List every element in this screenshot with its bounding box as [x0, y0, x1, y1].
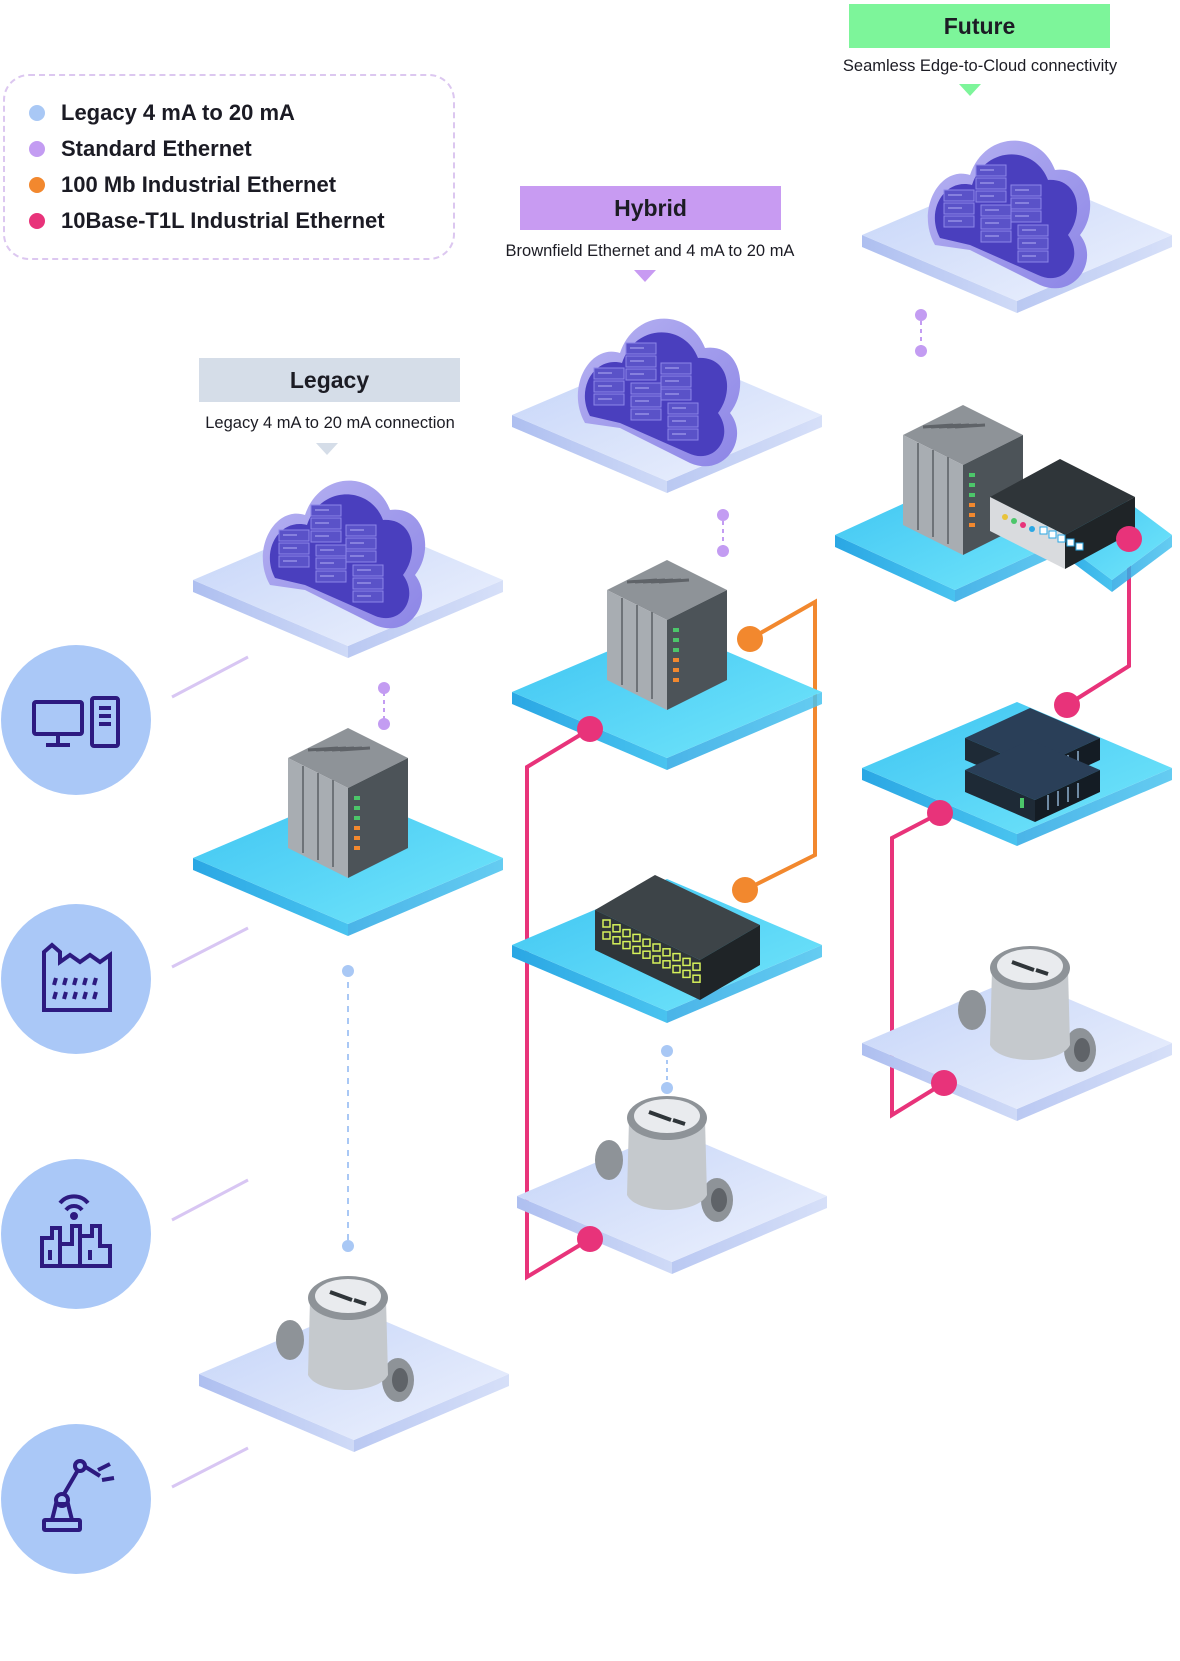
computer-icon	[32, 696, 120, 748]
legend-dot-t1l	[29, 213, 45, 229]
future-edge-gateway	[990, 459, 1135, 569]
t1l-dot	[1116, 526, 1142, 552]
hybrid-banner: Hybrid	[520, 186, 781, 230]
plates	[193, 140, 1172, 1452]
hybrid-cloud	[577, 318, 741, 467]
legend-item: 100 Mb Industrial Ethernet	[29, 172, 336, 198]
factory-icon	[42, 942, 112, 1012]
standard-dot	[717, 545, 729, 557]
legacy-pointer	[316, 443, 338, 455]
hybrid-flow-meter	[595, 1096, 733, 1222]
legacy-dot	[342, 1240, 354, 1252]
legacy-flow-meter	[276, 1276, 414, 1402]
legacy-cloud	[262, 480, 426, 629]
t1l-dot	[927, 800, 953, 826]
t1l-link-hybrid	[525, 727, 592, 1281]
robot-arm-circle	[1, 1424, 249, 1574]
future-subtitle: Seamless Edge-to-Cloud connectivity	[842, 57, 1118, 75]
future-flow-meter	[958, 946, 1096, 1072]
legacy-subtitle: Legacy 4 mA to 20 mA connection	[205, 414, 455, 432]
hybrid-ethernet-switch	[595, 875, 760, 1000]
standard-dot	[717, 509, 729, 521]
robot-arm-icon	[42, 1459, 115, 1532]
hybrid-switch-plate	[512, 879, 822, 1023]
side-icons	[1, 645, 249, 1574]
t1l-dot	[1054, 692, 1080, 718]
legend-item: Legacy 4 mA to 20 mA	[29, 100, 295, 126]
legacy-dot	[342, 965, 354, 977]
standard-dot	[378, 682, 390, 694]
standard-dot	[915, 345, 927, 357]
hybrid-controller	[607, 560, 727, 710]
connections	[347, 313, 1131, 1281]
standard-dot	[378, 718, 390, 730]
future-cloud	[927, 140, 1091, 289]
legacy-dot	[661, 1045, 673, 1057]
legacy-banner: Legacy	[199, 358, 460, 402]
t1l-dot	[931, 1070, 957, 1096]
legend: Legacy 4 mA to 20 mA Standard Ethernet 1…	[3, 74, 455, 260]
legend-dot-industrial-ethernet	[29, 177, 45, 193]
connection-dots	[342, 309, 1142, 1252]
legend-label: Standard Ethernet	[61, 136, 252, 161]
future-t1l-switch	[965, 708, 1100, 822]
factory-circle	[1, 904, 249, 1054]
legend-label: Legacy 4 mA to 20 mA	[61, 100, 295, 125]
legend-dot-standard-ethernet	[29, 141, 45, 157]
standard-dot	[915, 309, 927, 321]
hybrid-pointer	[634, 270, 656, 282]
future-pointer	[959, 84, 981, 96]
t1l-link-future-top	[1065, 539, 1131, 707]
legend-item: Standard Ethernet	[29, 136, 252, 162]
legend-item: 10Base-T1L Industrial Ethernet	[29, 208, 385, 234]
industrial-ethernet-100-link	[744, 598, 817, 892]
t1l-dot	[577, 1226, 603, 1252]
t1l-dot	[577, 716, 603, 742]
legacy-dot	[661, 1082, 673, 1094]
smart-factory-icon	[40, 1194, 112, 1268]
orange-dot	[732, 877, 758, 903]
legacy-controller	[288, 728, 408, 878]
legend-dot-legacy	[29, 105, 45, 121]
legend-label: 10Base-T1L Industrial Ethernet	[61, 208, 385, 233]
orange-dot	[737, 626, 763, 652]
future-banner: Future	[849, 4, 1110, 48]
legend-label: 100 Mb Industrial Ethernet	[61, 172, 337, 197]
computer-circle	[1, 645, 249, 795]
smart-factory-circle	[1, 1159, 249, 1309]
hybrid-subtitle: Brownfield Ethernet and 4 mA to 20 mA	[505, 242, 795, 260]
t1l-link-future-bottom	[890, 811, 946, 1119]
